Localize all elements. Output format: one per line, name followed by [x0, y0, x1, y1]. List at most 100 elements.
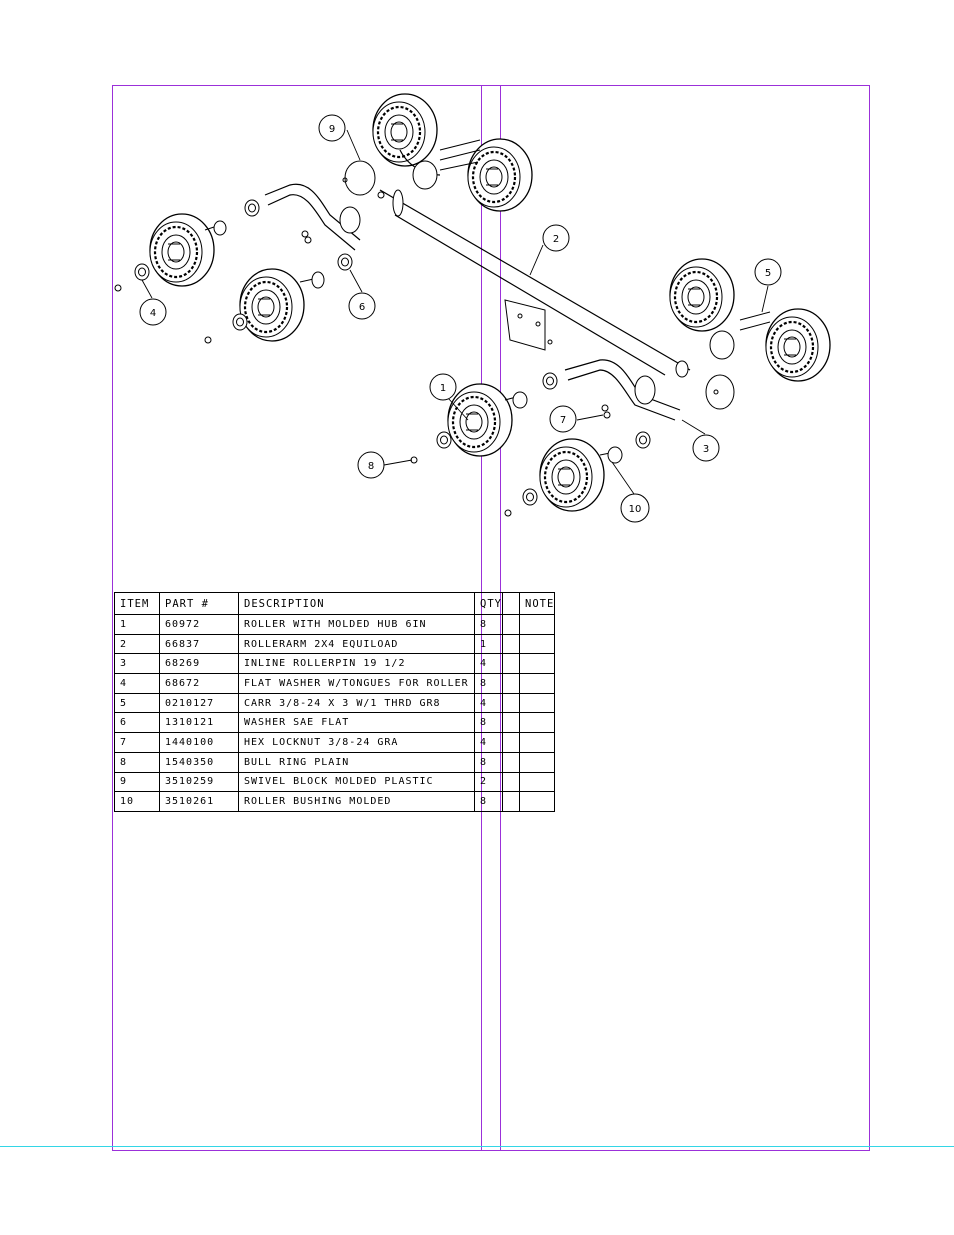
cell-note: [518, 771, 556, 793]
cell-qty: 8: [474, 791, 503, 812]
cell-note: [518, 614, 556, 635]
table-row: 4 68672 FLAT WASHER W/TONGUES FOR ROLLER…: [114, 673, 556, 694]
table-row: 9 3510259 SWIVEL BLOCK MOLDED PLASTIC 2: [114, 771, 556, 793]
cell-note: [518, 732, 556, 753]
cell-item: 5: [114, 692, 160, 714]
cell-blank: [502, 673, 520, 694]
svg-text:7: 7: [560, 415, 566, 426]
cell-part: 0210127: [159, 692, 239, 714]
table-row: 10 3510261 ROLLER BUSHING MOLDED 8: [114, 791, 556, 812]
cell-desc: HEX LOCKNUT 3/8-24 GRA: [238, 732, 475, 753]
callout-7: 7: [549, 405, 577, 433]
cell-note: [518, 712, 556, 734]
cell-desc: BULL RING PLAIN: [238, 751, 475, 773]
header-part-number: PART #: [159, 592, 239, 615]
cell-note: [518, 751, 556, 773]
callout-3: 3: [692, 434, 720, 462]
cell-item: 8: [114, 751, 160, 773]
table-row: 8 1540350 BULL RING PLAIN 8: [114, 751, 556, 773]
guide-line-right: [869, 85, 870, 1151]
svg-text:2: 2: [553, 234, 559, 245]
header-blank: [502, 592, 520, 615]
bom-header-row: ITEM PART # DESCRIPTION QTY NOTE: [114, 592, 556, 615]
header-note: NOTE: [518, 592, 556, 615]
guide-line-bottom: [112, 1150, 870, 1151]
cell-qty: 4: [474, 692, 503, 714]
cell-item: 1: [114, 614, 160, 635]
cell-item: 3: [114, 653, 160, 675]
svg-text:4: 4: [150, 308, 156, 319]
table-row: 5 0210127 CARR 3/8-24 X 3 W/1 THRD GR8 4: [114, 692, 556, 714]
cell-desc: FLAT WASHER W/TONGUES FOR ROLLER: [238, 673, 475, 694]
cell-desc: ROLLER BUSHING MOLDED: [238, 791, 475, 812]
cell-note: [518, 692, 556, 714]
cell-qty: 4: [474, 732, 503, 753]
svg-text:8: 8: [368, 461, 374, 472]
cell-desc: WASHER SAE FLAT: [238, 712, 475, 734]
roller-assembly-right: [668, 257, 832, 410]
svg-text:6: 6: [359, 302, 365, 313]
svg-text:5: 5: [765, 268, 771, 279]
exploded-assembly-drawing: 1 2 3 4 5 6 7 8 9 10: [114, 92, 832, 523]
guide-line-top: [112, 85, 870, 86]
cell-part: 68672: [159, 673, 239, 694]
roller-assembly-top: [371, 92, 534, 213]
callout-9: 9: [318, 114, 346, 142]
cell-item: 9: [114, 771, 160, 793]
cell-item: 10: [114, 791, 160, 812]
cell-desc: CARR 3/8-24 X 3 W/1 THRD GR8: [238, 692, 475, 714]
cell-item: 6: [114, 712, 160, 734]
cell-blank: [502, 751, 520, 773]
cell-blank: [502, 633, 520, 655]
table-row: 1 60972 ROLLER WITH MOLDED HUB 6IN 8: [114, 614, 556, 635]
cell-desc: SWIVEL BLOCK MOLDED PLASTIC: [238, 771, 475, 793]
table-row: 7 1440100 HEX LOCKNUT 3/8-24 GRA 4: [114, 732, 556, 753]
table-row: 6 1310121 WASHER SAE FLAT 8: [114, 712, 556, 734]
cell-qty: 2: [474, 771, 503, 793]
baseline-guide: [0, 1146, 954, 1147]
guide-line-left: [112, 85, 113, 1151]
cell-blank: [502, 732, 520, 753]
cell-part: 1440100: [159, 732, 239, 753]
svg-text:1: 1: [440, 383, 446, 394]
callout-8: 8: [357, 451, 385, 479]
table-row: 2 66837 ROLLERARM 2X4 EQUILOAD 1: [114, 633, 556, 655]
header-item: ITEM: [114, 592, 160, 615]
roller-arm: [377, 189, 691, 378]
cell-desc: INLINE ROLLERPIN 19 1/2: [238, 653, 475, 675]
cell-part: 1540350: [159, 751, 239, 773]
svg-text:10: 10: [629, 504, 642, 515]
cell-qty: 8: [474, 614, 503, 635]
cell-item: 4: [114, 673, 160, 694]
cell-part: 66837: [159, 633, 239, 655]
bill-of-materials-table: ITEM PART # DESCRIPTION QTY NOTE 1 60972…: [114, 592, 556, 812]
cell-desc: ROLLERARM 2X4 EQUILOAD: [238, 633, 475, 655]
cell-blank: [502, 791, 520, 812]
cell-note: [518, 653, 556, 675]
callout-10: 10: [620, 493, 650, 523]
cell-qty: 1: [474, 633, 503, 655]
cell-part: 3510259: [159, 771, 239, 793]
header-description: DESCRIPTION: [238, 592, 475, 615]
cell-blank: [502, 771, 520, 793]
callout-leaders: [141, 129, 769, 495]
cell-blank: [502, 614, 520, 635]
cell-blank: [502, 712, 520, 734]
callout-6: 6: [348, 292, 376, 320]
cell-qty: 8: [474, 673, 503, 694]
cell-item: 2: [114, 633, 160, 655]
callout-2: 2: [542, 224, 570, 252]
roller-assembly-left: [114, 160, 376, 344]
cell-part: 60972: [159, 614, 239, 635]
cell-note: [518, 633, 556, 655]
header-qty: QTY: [474, 592, 503, 615]
callout-5: 5: [754, 258, 782, 286]
roller-assembly-bottom: [410, 359, 681, 517]
cell-qty: 8: [474, 712, 503, 734]
svg-text:3: 3: [703, 444, 709, 455]
cell-blank: [502, 653, 520, 675]
svg-text:9: 9: [329, 124, 335, 135]
cell-note: [518, 791, 556, 812]
cell-item: 7: [114, 732, 160, 753]
cell-note: [518, 673, 556, 694]
